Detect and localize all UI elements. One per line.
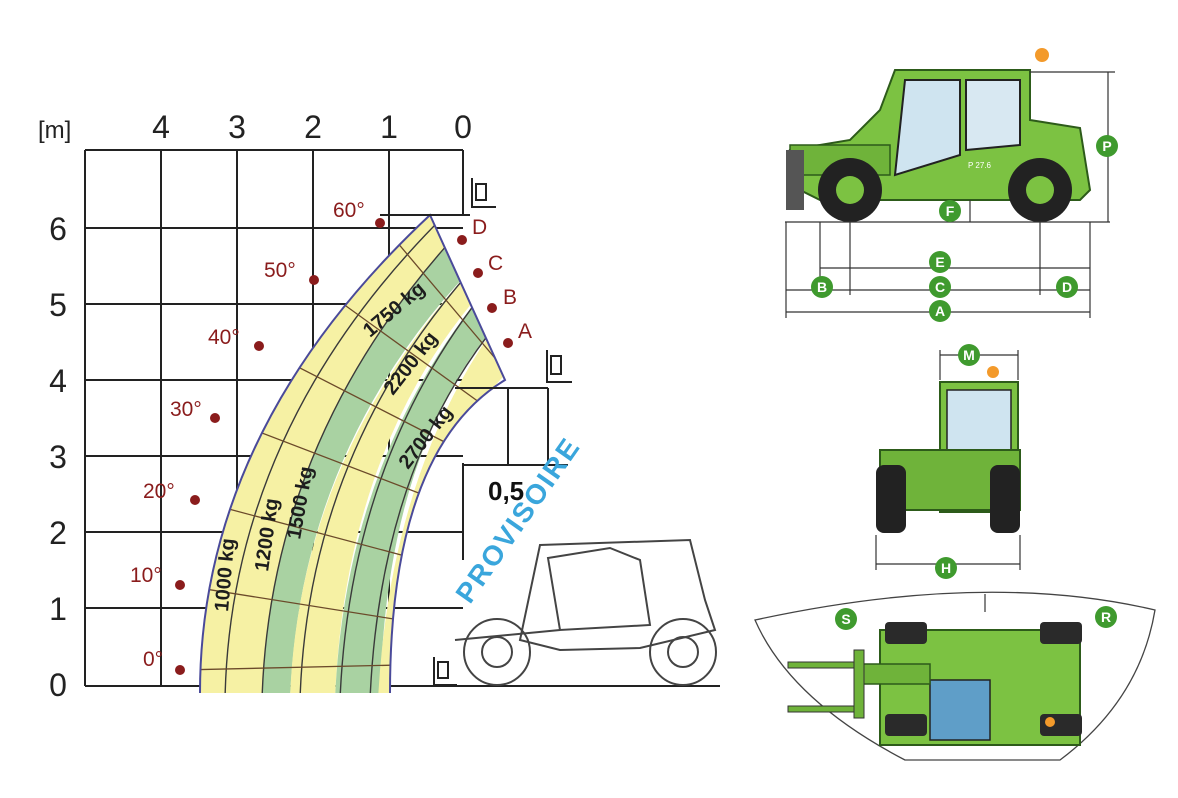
top-fork-lower [787, 705, 859, 713]
load-zones [200, 215, 505, 693]
side-door-window [965, 79, 1021, 152]
angle-dot-60 [375, 218, 385, 228]
watermark-provisoire: PROVISOIRE [450, 432, 587, 609]
load-envelope-outline [199, 213, 507, 694]
unit-label: [m] [38, 117, 71, 144]
position-A: A [518, 320, 532, 343]
dim-E: E [935, 254, 944, 270]
top-carriage [853, 649, 865, 719]
side-view: P 27.6 P [785, 48, 1118, 322]
angle-label-0: 0° [143, 648, 163, 671]
dim-B: B [817, 279, 827, 295]
dim-H: H [941, 560, 951, 576]
y-tick-4: 4 [49, 363, 67, 399]
x-tick-4: 4 [152, 109, 170, 145]
x-tick-3: 3 [228, 109, 246, 145]
dim-A: A [935, 303, 945, 319]
angle-dot-50 [309, 275, 319, 285]
y-tick-0: 0 [49, 667, 67, 703]
side-wheel-front [818, 158, 882, 222]
top-wheel-rl [885, 714, 927, 736]
zone-1500kg [290, 255, 492, 693]
angle-dot-30 [210, 413, 220, 423]
dim-D: D [1062, 279, 1072, 295]
top-fork-upper [787, 661, 859, 669]
x-tick-0: 0 [454, 109, 472, 145]
y-tick-3: 3 [49, 439, 67, 475]
angle-label-40: 40° [208, 326, 240, 349]
dim-P: P [1102, 138, 1111, 154]
dim-R: R [1101, 609, 1111, 625]
top-wheel-fl [885, 622, 927, 644]
zone-1000kg [200, 215, 470, 693]
y-tick-6: 6 [49, 211, 67, 247]
y-tick-2: 2 [49, 515, 67, 551]
angle-label-10: 10° [130, 564, 162, 587]
angle-markers: 0° 10° 20° 30° 40° 50° 60° [130, 199, 385, 675]
top-beacon [1045, 717, 1055, 727]
machine-badge: P 27.6 [968, 161, 992, 170]
y-tick-5: 5 [49, 287, 67, 323]
angle-label-30: 30° [170, 398, 202, 421]
position-C: C [488, 252, 503, 275]
angle-dot-10 [175, 580, 185, 590]
y-tick-1: 1 [49, 591, 67, 627]
angle-label-50: 50° [264, 259, 296, 282]
front-wheel-left [876, 465, 906, 533]
top-view: S R [754, 591, 1156, 761]
front-beacon [987, 366, 999, 378]
side-beacon [1035, 48, 1049, 62]
top-boom [855, 663, 931, 685]
front-cab-window [946, 389, 1012, 459]
side-forks [786, 150, 804, 210]
offset-dimension [455, 387, 568, 466]
x-tick-1: 1 [380, 109, 398, 145]
dim-M: M [963, 347, 975, 363]
angle-dot-40 [254, 341, 264, 351]
fork-icon-top [471, 178, 496, 208]
side-wheel-rear [1008, 158, 1072, 222]
angle-dot-0 [175, 665, 185, 675]
fork-icon-bottom [433, 657, 457, 686]
dim-C: C [935, 279, 945, 295]
angle-label-60: 60° [333, 199, 365, 222]
fork-icon-mid [546, 350, 572, 383]
top-wheel-fr [1040, 622, 1082, 644]
zone-1750kg [335, 282, 500, 693]
telehandler-outline [454, 538, 717, 686]
offset-label: 0,5 [488, 476, 524, 506]
load-chart: [m] 4 3 2 1 0 6 5 4 3 2 1 0 0° 10° 20° 3… [38, 109, 720, 703]
stabilizer-markers: A B C D [457, 216, 532, 348]
side-cab-window [893, 79, 961, 177]
angle-dot-20 [190, 495, 200, 505]
position-B: B [503, 286, 517, 309]
position-D: D [472, 216, 487, 239]
front-wheel-right [990, 465, 1020, 533]
angle-label-20: 20° [143, 480, 175, 503]
dim-F: F [946, 203, 955, 219]
front-view: M H [875, 344, 1021, 579]
turning-arc [754, 591, 1156, 761]
dim-S: S [841, 611, 850, 627]
x-tick-2: 2 [304, 109, 322, 145]
top-cab [929, 679, 991, 741]
